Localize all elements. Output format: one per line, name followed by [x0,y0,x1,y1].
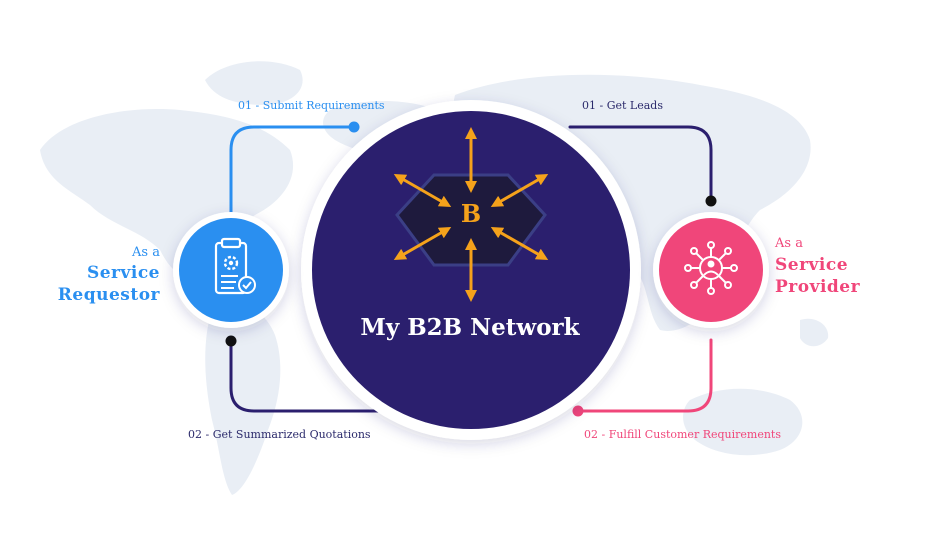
network-arrows-icon [393,127,549,302]
provider-role-line1: Service [775,255,849,275]
service-requestor-node[interactable] [173,212,289,328]
submit-end-dot [348,121,360,133]
step-get-summarized-quotations: 02 - Get Summarized Quotations [188,428,371,441]
quotations-start-dot [225,335,237,347]
provider-prefix: As a [775,236,803,251]
requestor-role-line1: Service [86,263,160,283]
provider-leads-connector [568,125,713,203]
requestor-prefix: As a [132,245,160,260]
provider-fulfill-connector [576,338,713,413]
requestor-quotations-connector [229,339,392,413]
connector-lines [229,125,713,413]
step-fulfill-customer-requirements: 02 - Fulfill Customer Requirements [584,428,781,441]
step-get-leads: 01 - Get Leads [582,99,663,112]
center-title: My B2B Network [360,314,580,341]
requestor-role-line2: Requestor [57,285,160,305]
service-provider-node[interactable] [653,212,769,328]
leads-end-dot [705,195,717,207]
clipboard-gear-check-icon [214,237,256,295]
step-submit-requirements: 01 - Submit Requirements [238,99,385,112]
center-network-node[interactable] [301,100,641,440]
requestor-submit-connector [229,125,356,217]
user-network-icon [684,241,738,295]
fulfill-start-dot [572,405,584,417]
provider-role-line2: Provider [775,277,861,297]
center-logo-letter: B [460,199,482,228]
